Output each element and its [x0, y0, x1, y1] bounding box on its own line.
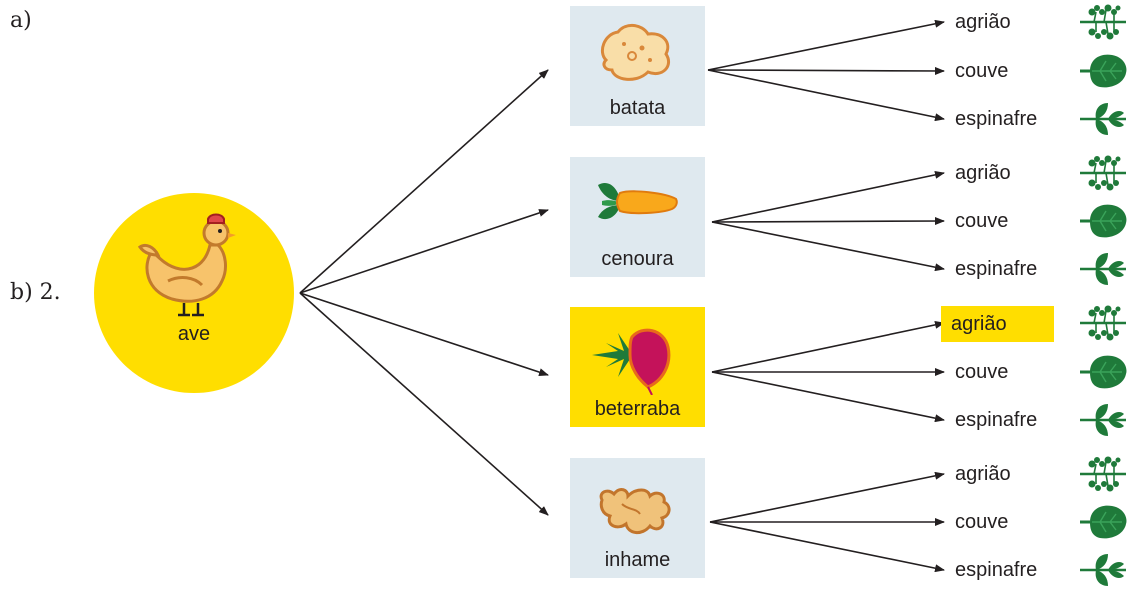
leaf-espinafre: espinafre: [955, 409, 1038, 431]
kale-leaf-icon: [1078, 201, 1128, 246]
spinach-icon: [1078, 249, 1128, 294]
spinach-icon: [1078, 400, 1128, 445]
leaf-agriao: agrião: [955, 11, 1011, 33]
arrow-batata-to-couve: [707, 66, 945, 75]
leaf-espinafre: espinafre: [955, 258, 1038, 280]
node-label: inhame: [604, 549, 671, 571]
carrot-icon: [598, 182, 678, 220]
arrow-cenoura-to-couve: [711, 217, 945, 226]
leaf-agriao: agrião: [955, 463, 1011, 485]
spinach-icon: [1078, 99, 1128, 144]
kale-leaf-icon: [1078, 352, 1128, 397]
node-beterraba: beterraba: [570, 307, 705, 427]
leaf-agriao: agrião: [955, 162, 1011, 184]
leaf-couve: couve: [955, 60, 1009, 82]
arrow-beterraba-to-agrião: [711, 320, 945, 373]
leaf-couve: couve: [955, 511, 1009, 533]
node-label: batata: [609, 97, 666, 119]
leaf-couve: couve: [955, 210, 1009, 232]
leaf-espinafre: espinafre: [955, 108, 1038, 130]
root-label: ave: [177, 323, 211, 345]
arrow-cenoura-to-espinafre: [711, 221, 945, 272]
arrow-batata-to-espinafre: [707, 69, 945, 122]
beet-icon: [592, 328, 671, 395]
arrow-root-to-batata: [299, 69, 549, 294]
chicken-icon: [137, 213, 236, 317]
node-label: cenoura: [601, 248, 674, 270]
leaf-espinafre: espinafre: [955, 559, 1038, 581]
leaf-agriao-highlighted: agrião: [941, 306, 1054, 342]
yam-icon: [599, 488, 671, 534]
node-inhame: inhame: [570, 458, 705, 578]
arrow-batata-to-agrião: [707, 19, 945, 71]
node-label: beterraba: [594, 398, 681, 420]
arrow-beterraba-to-espinafre: [711, 371, 945, 423]
watercress-icon: [1078, 303, 1128, 348]
leaf-couve: couve: [955, 361, 1009, 383]
arrow-inhame-to-agrião: [709, 471, 945, 523]
spinach-icon: [1078, 550, 1128, 595]
arrow-root-to-cenoura: [299, 209, 549, 294]
question-label-a: a): [10, 8, 32, 33]
watercress-icon: [1078, 153, 1128, 198]
kale-leaf-icon: [1078, 502, 1128, 547]
potato-icon: [601, 24, 671, 81]
watercress-icon: [1078, 454, 1128, 499]
arrow-root-to-beterraba: [299, 292, 549, 376]
arrow-cenoura-to-agrião: [711, 170, 945, 223]
arrow-inhame-to-espinafre: [709, 521, 945, 573]
kale-leaf-icon: [1078, 51, 1128, 96]
watercress-icon: [1078, 2, 1128, 47]
root-node-ave: ave: [94, 193, 294, 393]
arrow-root-to-inhame: [299, 292, 549, 516]
node-batata: batata: [570, 6, 705, 126]
node-cenoura: cenoura: [570, 157, 705, 277]
question-label-b: b) 2.: [10, 280, 61, 305]
